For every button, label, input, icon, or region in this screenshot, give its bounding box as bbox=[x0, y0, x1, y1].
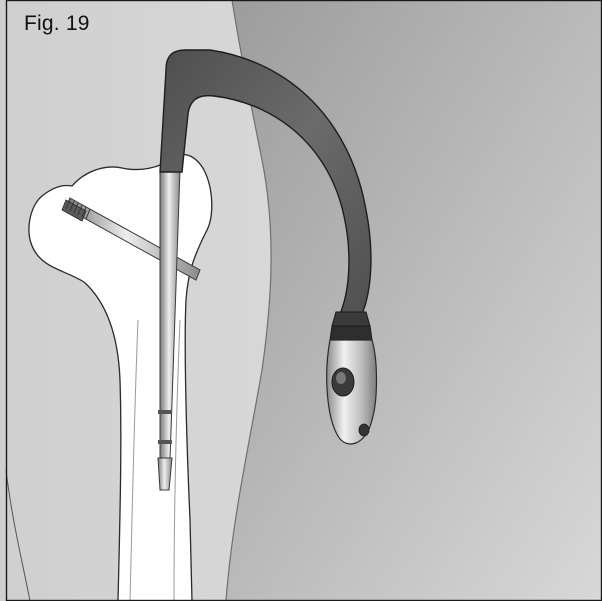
head-hole-small bbox=[359, 424, 369, 436]
handle-collar bbox=[332, 312, 370, 326]
figure-label: Fig. 19 bbox=[24, 12, 90, 36]
impactor-head bbox=[327, 340, 377, 444]
